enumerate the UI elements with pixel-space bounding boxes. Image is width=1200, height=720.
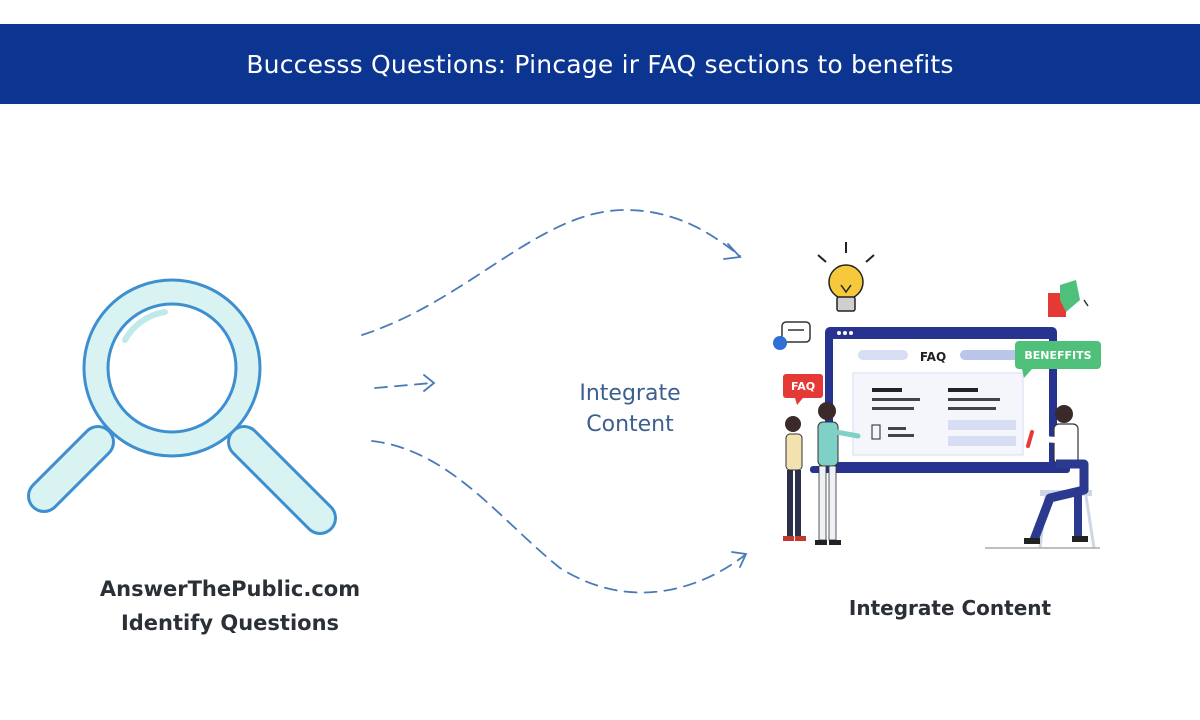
chat-bubble-icon [773,321,811,350]
arrow-upper [361,209,741,336]
lightbulb-icon [817,242,875,312]
magnifier-icon [27,278,337,535]
middle-label: Integrate Content [540,378,720,440]
benefits-tag-label: BENEFFITS [1024,349,1091,362]
arrow-lower [371,440,746,594]
page-title: Buccesss Questions: Pincage ir FAQ secti… [246,49,954,79]
middle-line-1: Integrate [579,381,681,406]
target-caption: Integrate Content [848,596,1052,620]
monitor [810,327,1070,473]
title-banner: Buccesss Questions: Pincage ir FAQ secti… [0,24,1200,104]
source-site: AnswerThePublic.com [99,577,361,601]
screen-faq-title: FAQ [920,350,946,364]
flow-arrows [361,209,746,594]
person-left-front [815,402,861,545]
benefits-tag [1015,341,1101,378]
middle-line-2: Content [586,412,674,437]
cubes-icon [1048,280,1089,317]
source-label: AnswerThePublic.com Identify Questions [60,572,400,640]
arrow-heads [423,243,748,568]
person-seated [985,405,1100,549]
arrow-middle [374,382,433,389]
source-action: Identify Questions [120,611,340,635]
faq-tag [783,374,823,405]
person-left-back [783,416,806,541]
faq-tag-label: FAQ [791,380,815,393]
